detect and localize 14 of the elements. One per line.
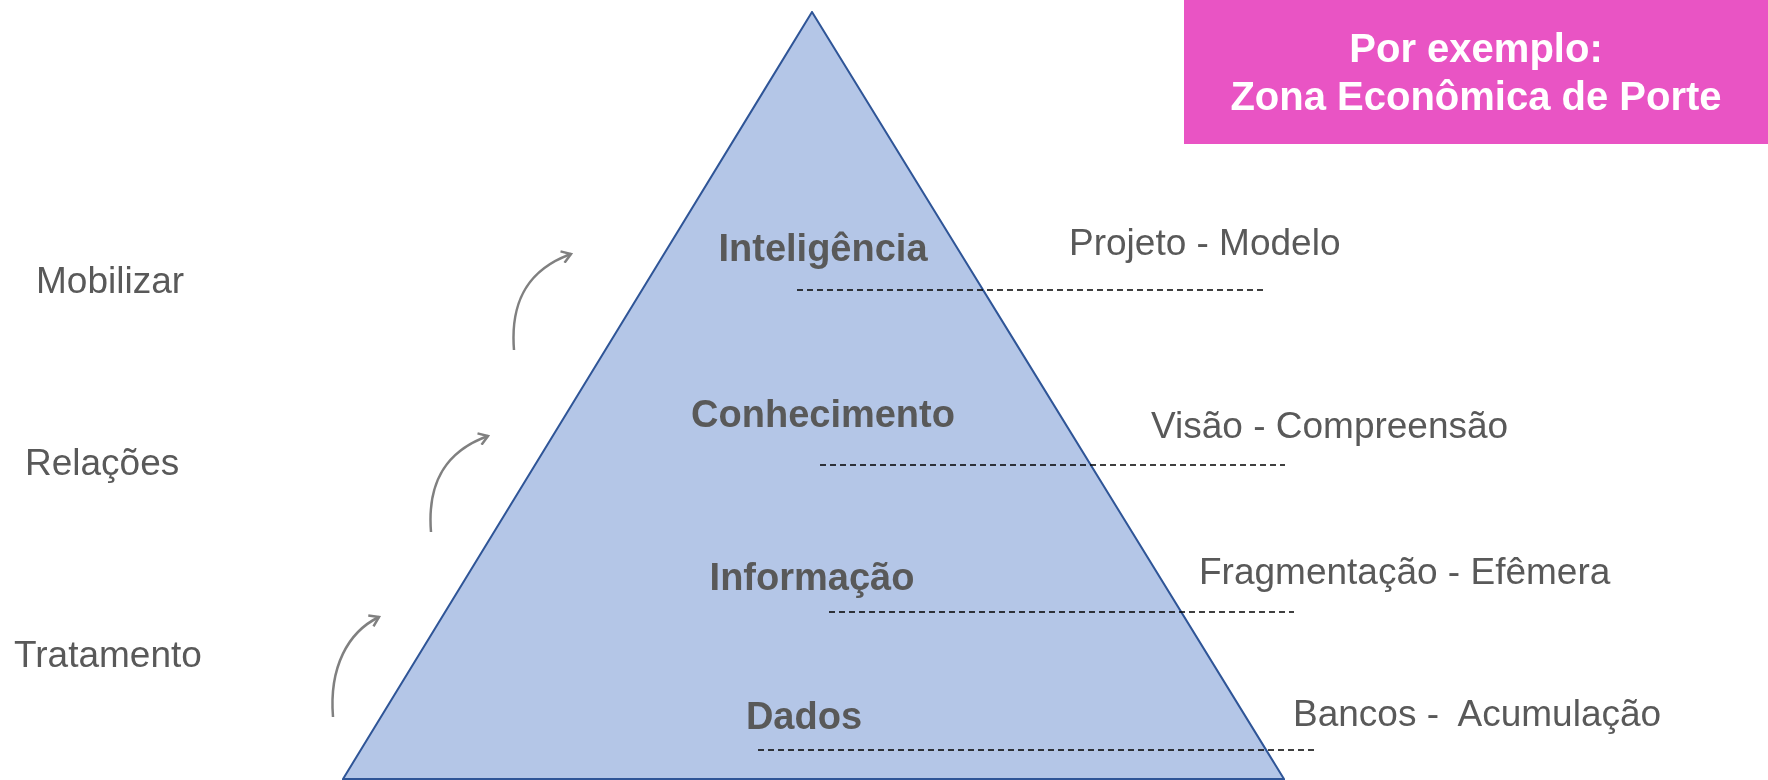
side-label: Fragmentação - Efêmera bbox=[1199, 552, 1611, 590]
pyramid-level-label: Dados bbox=[745, 697, 863, 735]
side-label: Projeto - Modelo bbox=[1069, 223, 1341, 261]
side-label: Relações bbox=[25, 443, 180, 481]
side-label: Bancos - Acumulação bbox=[1293, 694, 1662, 732]
side-label: Mobilizar bbox=[36, 261, 185, 299]
side-label: Visão - Compreensão bbox=[1151, 406, 1509, 444]
side-label: Tratamento bbox=[14, 635, 202, 673]
pyramid-level-label: Inteligência bbox=[718, 229, 928, 267]
banner-text: Zona Econômica de Porte bbox=[1230, 73, 1722, 120]
pyramid-level-label: Informação bbox=[709, 558, 915, 596]
pyramid-level-label: Conhecimento bbox=[691, 395, 955, 433]
example-banner bbox=[1184, 0, 1768, 144]
banner-text: Por exemplo: bbox=[1349, 25, 1603, 72]
